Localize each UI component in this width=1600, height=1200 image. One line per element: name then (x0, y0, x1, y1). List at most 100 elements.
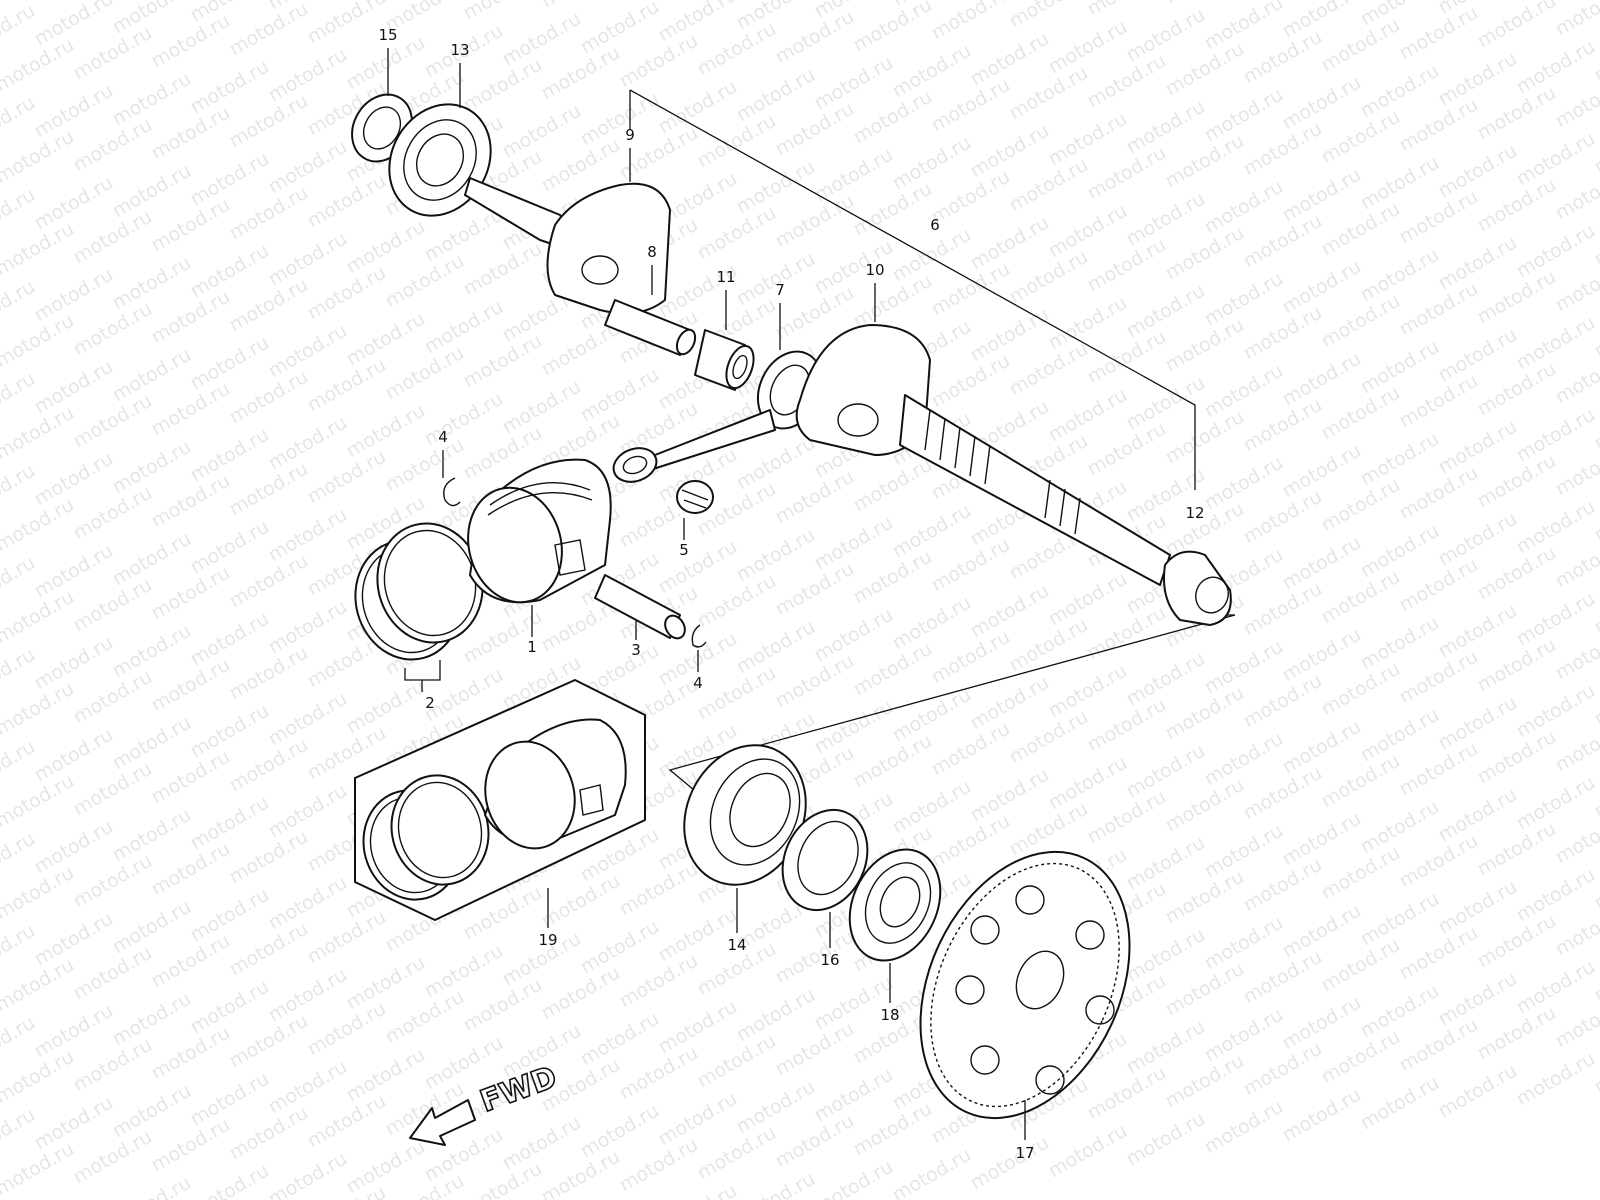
callout-label-12: 12 (1185, 504, 1204, 522)
watermark-text: motod.ru (1279, 256, 1365, 319)
watermark-text: motod.ru (187, 976, 273, 1039)
watermark-text: motod.ru (577, 364, 663, 427)
watermark-text: motod.ru (655, 996, 741, 1059)
watermark-text: motod.ru (772, 190, 858, 253)
watermark-text: motod.ru (811, 696, 897, 759)
watermark-text: motod.ru (1045, 660, 1131, 723)
watermark-text: motod.ru (772, 650, 858, 713)
callout-label-16: 16 (820, 951, 839, 969)
callout-label-17: 17 (1015, 1144, 1034, 1162)
watermark-text: motod.ru (928, 718, 1014, 781)
watermark-text: motod.ru (811, 1156, 897, 1200)
watermark-text: motod.ru (1045, 752, 1131, 815)
watermark-text: motod.ru (1201, 452, 1287, 515)
watermark-text: motod.ru (694, 110, 780, 173)
watermark-text: motod.ru (31, 0, 117, 50)
watermark-text: motod.ru (1240, 762, 1326, 825)
watermark-text: motod.ru (811, 972, 897, 1035)
watermark-text: motod.ru (1006, 0, 1092, 32)
watermark-text: motod.ru (31, 1000, 117, 1063)
watermark-text: motod.ru (421, 940, 507, 1003)
watermark-text: motod.ru (1357, 980, 1443, 1043)
watermark-text: motod.ru (109, 252, 195, 315)
watermark-text: motod.ru (31, 80, 117, 143)
watermark-text: motod.ru (1162, 222, 1248, 285)
watermark-text: motod.ru (1435, 508, 1521, 571)
gear-17 (919, 850, 1131, 1120)
watermark-text: motod.ru (1006, 706, 1092, 769)
watermark-text: motod.ru (499, 376, 585, 439)
watermark-text: motod.ru (304, 0, 390, 48)
watermark-text: motod.ru (850, 270, 936, 333)
watermark-text: motod.ru (265, 504, 351, 567)
watermark-text: motod.ru (31, 172, 117, 235)
watermark-text: motod.ru (109, 988, 195, 1051)
watermark-text: motod.ru (538, 42, 624, 105)
watermark-text: motod.ru (928, 810, 1014, 873)
watermark-text: motod.ru (187, 1160, 273, 1200)
watermark-text: motod.ru (226, 826, 312, 889)
watermark-text: motod.ru (811, 1064, 897, 1127)
watermark-text: motod.ru (1201, 84, 1287, 147)
watermark-text: motod.ru (1357, 336, 1443, 399)
watermark-text: motod.ru (1240, 394, 1326, 457)
watermark-text: motod.ru (538, 962, 624, 1025)
watermark-text: motod.ru (1474, 818, 1560, 881)
callout-label-10: 10 (865, 261, 884, 279)
callout-label-3: 3 (631, 641, 641, 659)
watermark-text: motod.ru (265, 136, 351, 199)
circlip-4-lower (691, 624, 707, 648)
watermark-text: motod.ru (1123, 648, 1209, 711)
watermark-text: motod.ru (1357, 796, 1443, 859)
crank-shaft-right (899, 394, 1171, 586)
watermark-text: motod.ru (1357, 888, 1443, 951)
watermark-text: motod.ru (733, 64, 819, 127)
watermark-text: motod.ru (70, 1126, 156, 1189)
watermark-text: motod.ru (1240, 578, 1326, 641)
callout-label-4b: 4 (693, 674, 703, 692)
watermark-text: motod.ru (1084, 786, 1170, 849)
watermark-text: motod.ru (1006, 154, 1092, 217)
watermark-text: motod.ru (148, 286, 234, 349)
watermark-text: motod.ru (1279, 348, 1365, 411)
watermark-text: motod.ru (1396, 278, 1482, 341)
watermark-text: motod.ru (70, 298, 156, 361)
watermark-text: motod.ru (226, 550, 312, 613)
needle-bearing-11 (694, 329, 755, 391)
watermark-text: motod.ru (616, 950, 702, 1013)
watermark-text: motod.ru (382, 434, 468, 497)
watermark-text: motod.ru (1474, 450, 1560, 513)
watermark-text: motod.ru (1240, 854, 1326, 917)
watermark-text: motod.ru (1123, 280, 1209, 343)
watermark-text: motod.ru (109, 344, 195, 407)
callout-label-13: 13 (450, 41, 469, 59)
watermark-text: motod.ru (70, 206, 156, 269)
watermark-text: motod.ru (226, 734, 312, 797)
watermark-text: motod.ru (109, 804, 195, 867)
watermark-text: motod.ru (1162, 682, 1248, 745)
watermark-text: motod.ru (1513, 864, 1599, 927)
watermark-text: motod.ru (1240, 486, 1326, 549)
watermark-text: motod.ru (1084, 1062, 1170, 1125)
watermark-text: motod.ru (1357, 612, 1443, 675)
callout-label-8: 8 (647, 243, 657, 261)
watermark-text: motod.ru (1123, 740, 1209, 803)
watermark-text: motod.ru (889, 500, 975, 563)
watermark-text: motod.ru (1123, 1108, 1209, 1171)
watermark-text: motod.ru (304, 354, 390, 417)
watermark-text: motod.ru (538, 870, 624, 933)
watermark-text: motod.ru (1084, 50, 1170, 113)
watermark-text: motod.ru (1396, 94, 1482, 157)
callout-label-5: 5 (679, 541, 689, 559)
watermark-text: motod.ru (538, 1146, 624, 1200)
oil-seal-16 (781, 808, 869, 912)
watermark-text: motod.ru (1513, 680, 1599, 743)
watermark-text: motod.ru (1201, 820, 1287, 883)
watermark-text: motod.ru (1318, 198, 1404, 261)
watermark-text: motod.ru (1006, 62, 1092, 125)
watermark-text: motod.ru (1162, 774, 1248, 837)
watermark-text: motod.ru (1240, 118, 1326, 181)
piston-1 (467, 458, 612, 604)
watermark-text: motod.ru (1240, 26, 1326, 89)
watermark-text: motod.ru (1279, 0, 1365, 42)
